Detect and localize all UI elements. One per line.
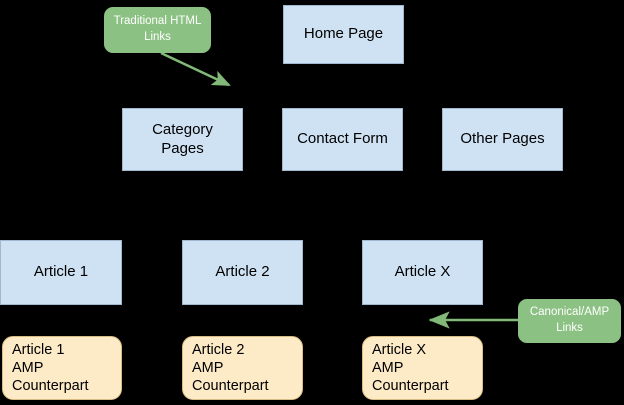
arrow-traditional-html-links (160, 51, 231, 87)
node-article-2[interactable]: Article 2 (182, 240, 303, 305)
node-category-pages[interactable]: Category Pages (122, 108, 243, 171)
callout-traditional-html-links[interactable]: Traditional HTML Links (104, 7, 211, 53)
node-article-1[interactable]: Article 1 (0, 240, 122, 305)
node-article-1-amp-counterpart[interactable]: Article 1 AMP Counterpart (2, 336, 122, 400)
node-article-2-amp-counterpart[interactable]: Article 2 AMP Counterpart (182, 336, 303, 400)
node-contact-form[interactable]: Contact Form (282, 108, 403, 171)
node-other-pages[interactable]: Other Pages (442, 108, 563, 171)
node-article-x[interactable]: Article X (362, 240, 483, 305)
callout-canonical-amp-links[interactable]: Canonical/AMP Links (518, 299, 621, 343)
node-home-page[interactable]: Home Page (283, 5, 404, 64)
node-article-x-amp-counterpart[interactable]: Article X AMP Counterpart (362, 336, 483, 400)
